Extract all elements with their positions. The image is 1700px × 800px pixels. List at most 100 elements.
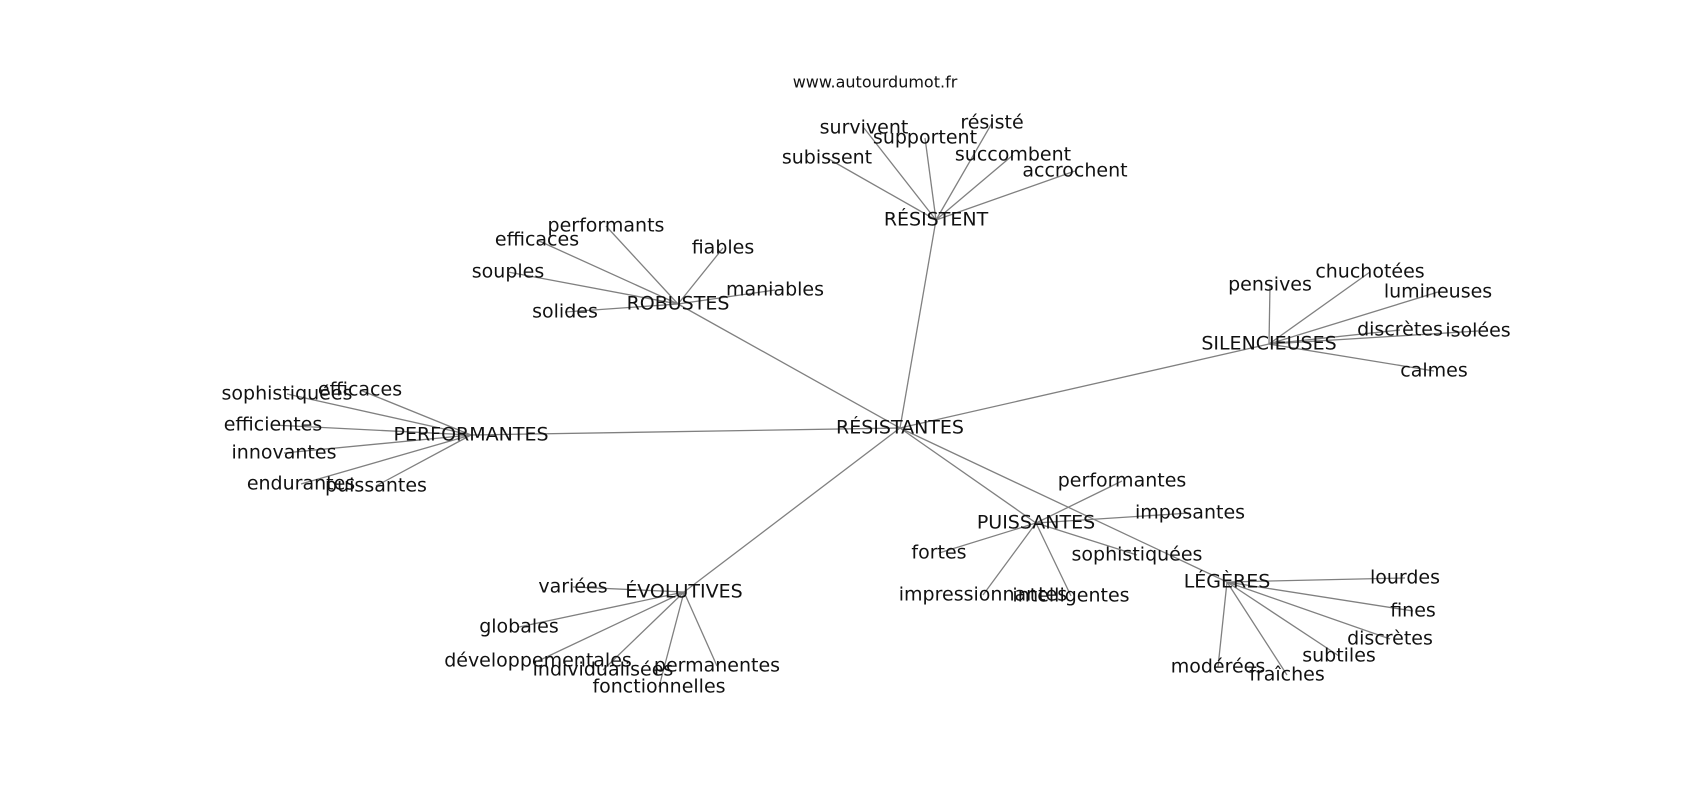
edge-hub-to-word bbox=[1217, 581, 1228, 668]
leaf-word: supportent bbox=[873, 127, 977, 149]
leaf-word: endurantes bbox=[247, 473, 355, 495]
edge-center-to-hub bbox=[899, 427, 1228, 583]
leaf-word: variées bbox=[538, 576, 607, 598]
leaf-word: discrètes bbox=[1347, 628, 1433, 650]
edge-hub-to-word bbox=[863, 127, 937, 221]
edge-center-to-hub bbox=[677, 303, 901, 429]
leaf-word: résisté bbox=[960, 112, 1023, 134]
leaf-word: efficaces bbox=[495, 229, 579, 251]
edge-hub-to-word bbox=[1226, 581, 1414, 612]
edge-center-to-hub bbox=[470, 427, 901, 436]
hub-word: RÉSISTENT bbox=[884, 208, 989, 231]
leaf-word: lumineuses bbox=[1384, 281, 1492, 303]
leaf-word: accrochent bbox=[1022, 160, 1127, 182]
leaf-word: sophistiquées bbox=[222, 383, 353, 405]
edge-hub-to-word bbox=[826, 157, 937, 221]
edge-hub-to-word bbox=[1268, 329, 1401, 345]
edge-hub-to-word bbox=[1035, 512, 1191, 524]
leaf-word: imposantes bbox=[1135, 502, 1245, 524]
edge-hub-to-word bbox=[982, 522, 1037, 596]
leaf-word: permanentes bbox=[654, 655, 780, 677]
edge-hub-to-word bbox=[572, 586, 685, 593]
leaf-word: pensives bbox=[1228, 274, 1312, 296]
edge-hub-to-word bbox=[1035, 480, 1123, 524]
leaf-word: fortes bbox=[911, 542, 966, 564]
edge-hub-to-word bbox=[677, 289, 776, 305]
edge-center-to-hub bbox=[899, 427, 1037, 524]
edge-hub-to-word bbox=[683, 591, 718, 667]
graph-labels: www.autourdumot.fr RÉSISTANTES RÉSISTENT s… bbox=[222, 73, 1511, 698]
leaf-word: fines bbox=[1390, 600, 1436, 622]
leaf-word: performants bbox=[548, 215, 665, 237]
graph-edges bbox=[272, 122, 1479, 688]
leaf-word: impressionnantes bbox=[899, 584, 1067, 606]
leaf-word: efficientes bbox=[224, 414, 323, 436]
leaf-word: solides bbox=[532, 301, 598, 323]
hub-word: PUISSANTES bbox=[977, 512, 1095, 534]
leaf-word: efficaces bbox=[318, 379, 402, 401]
leaf-word: fonctionnelles bbox=[592, 676, 725, 698]
edge-hub-to-word bbox=[1268, 330, 1479, 345]
leaf-word: globales bbox=[479, 616, 559, 638]
edge-hub-to-word bbox=[1226, 577, 1406, 583]
edge-hub-to-word bbox=[1226, 581, 1288, 676]
edge-hub-to-word bbox=[924, 137, 937, 221]
leaf-word: maniables bbox=[726, 279, 824, 301]
edge-hub-to-word bbox=[1035, 522, 1072, 597]
edge-hub-to-word bbox=[935, 122, 993, 221]
edge-center-to-hub bbox=[899, 219, 937, 429]
hub-word: LÉGÈRES bbox=[1184, 570, 1271, 593]
edge-hub-to-word bbox=[518, 591, 685, 628]
edge-hub-to-word bbox=[507, 271, 679, 305]
leaf-word: fraîches bbox=[1249, 664, 1325, 686]
leaf-word: intelligentes bbox=[1012, 585, 1129, 607]
edge-hub-to-word bbox=[935, 154, 1014, 221]
source-label: www.autourdumot.fr bbox=[793, 73, 958, 92]
edge-hub-to-word bbox=[935, 170, 1076, 221]
leaf-word: subtiles bbox=[1302, 645, 1376, 667]
leaf-word: modérées bbox=[1171, 656, 1266, 678]
center-word: RÉSISTANTES bbox=[836, 416, 964, 439]
edge-hub-to-word bbox=[375, 434, 472, 487]
leaf-word: discrètes bbox=[1357, 319, 1443, 341]
edge-hub-to-word bbox=[564, 303, 679, 313]
leaf-word: lourdes bbox=[1370, 567, 1440, 589]
edge-hub-to-word bbox=[537, 591, 685, 662]
leaf-word: fiables bbox=[692, 237, 755, 259]
leaf-word: subissent bbox=[782, 147, 872, 169]
edge-hub-to-word bbox=[677, 247, 724, 305]
edge-hub-to-word bbox=[1226, 581, 1391, 640]
leaf-word: souples bbox=[472, 261, 545, 283]
leaf-word: développementales bbox=[444, 650, 632, 672]
leaf-word: calmes bbox=[1400, 360, 1467, 382]
edge-hub-to-word bbox=[1226, 581, 1340, 657]
edge-hub-to-word bbox=[272, 424, 472, 436]
edge-hub-to-word bbox=[1268, 343, 1435, 372]
edge-hub-to-word bbox=[605, 225, 679, 305]
edge-hub-to-word bbox=[1268, 291, 1439, 345]
edge-hub-to-word bbox=[658, 591, 685, 688]
edge-hub-to-word bbox=[359, 389, 472, 436]
edge-hub-to-word bbox=[1268, 271, 1371, 345]
edge-hub-to-word bbox=[300, 434, 472, 485]
leaf-word: innovantes bbox=[232, 442, 337, 464]
leaf-word: chuchotées bbox=[1315, 261, 1424, 283]
hub-word: SILENCIEUSES bbox=[1201, 333, 1336, 355]
hub-word: ROBUSTES bbox=[627, 293, 730, 315]
hub-word: PERFORMANTES bbox=[393, 424, 548, 446]
hub-word: ÉVOLUTIVES bbox=[625, 580, 742, 603]
edge-hub-to-word bbox=[938, 522, 1037, 554]
leaf-word: survivent bbox=[820, 117, 909, 139]
edge-hub-to-word bbox=[286, 393, 472, 436]
leaf-word: isolées bbox=[1445, 320, 1510, 342]
edge-hub-to-word bbox=[1268, 284, 1271, 345]
leaf-word: puissantes bbox=[325, 475, 427, 497]
edge-hub-to-word bbox=[602, 591, 685, 671]
leaf-word: sophistiquées bbox=[1072, 544, 1203, 566]
edge-center-to-hub bbox=[899, 343, 1270, 429]
leaf-word: performantes bbox=[1058, 470, 1187, 492]
edge-hub-to-word bbox=[1035, 522, 1138, 556]
leaf-word: individualisées bbox=[533, 659, 674, 681]
leaf-word: succombent bbox=[955, 144, 1071, 166]
